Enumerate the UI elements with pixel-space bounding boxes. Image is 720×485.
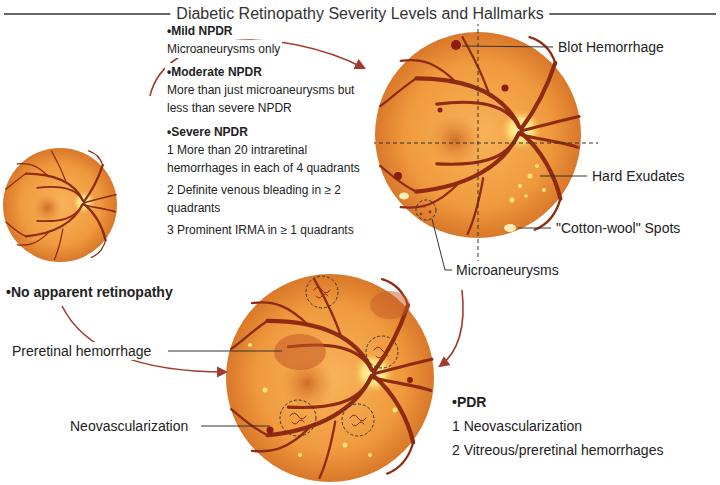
fundus-pdr-part [248,343,398,457]
level-description: More than just microaneurysms but less t… [165,81,359,117]
stage-heading: •No apparent retinopathy [4,283,175,301]
fundus-pdr-part-part [368,453,372,457]
level-heading: •Severe NPDR [165,123,250,141]
leader-lines-part [201,426,270,427]
fundus-pdr-part-part [393,408,398,413]
fundus-npdr-part-part [535,164,539,168]
fundus-npdr-part [438,108,443,113]
fundus-npdr-part-part [422,204,425,207]
fundus-npdr-part [394,172,402,180]
fundus-pdr-part-part [267,427,274,434]
fundus-pdr-part-part [407,377,413,383]
criterion-text: 3 Prominent IRMA in ≥ 1 quadrants [165,221,356,239]
fundus-npdr-part-part [399,193,409,200]
fundus-pdr-part [226,274,434,482]
flow-arrows-part [440,290,463,366]
fundus-npdr-part [416,200,436,220]
fundus-pdr-part [280,276,398,436]
leader-lines-part [462,46,553,47]
fundus-pdr [226,274,434,482]
callout-label: Neovascularization [68,417,190,435]
fundus-npdr-part [372,143,598,144]
fundus-npdr-part-part [524,194,528,198]
fundus-npdr-part-part [518,184,522,188]
fundus-pdr-part [290,287,390,426]
level-heading: •Mild NPDR [165,22,235,40]
level-description: Microaneurysms only [165,40,282,58]
fundus-pdr-part-part [248,343,252,347]
callout-label: Hard Exudates [590,167,687,185]
fundus-pdr-part-part [290,413,306,424]
title: Diabetic Retinopathy Severity Levels and… [170,4,549,24]
fundus-npdr-part-part [420,213,423,216]
fundus-npdr-part [510,164,547,203]
fundus-pdr-part-part [314,287,330,298]
fundus-pdr-part-part [342,404,374,436]
callout-label: "Cotton-wool" Spots [554,219,682,237]
flow-arrows-part [62,306,226,372]
fundus-pdr-part-part [298,453,302,457]
fundus-npdr-part-part [510,198,515,203]
fundus-npdr-part [399,193,516,233]
fundus-npdr-part-part [528,174,533,179]
fundus-pdr-part [267,377,414,434]
criterion-text: 1 More than 20 intraretinal hemorrhages … [165,141,374,177]
criterion-text: 2 Definite venous bleading in ≥ 2 quadra… [165,181,379,217]
fundus-npdr-part [502,85,509,92]
hallmark-text: 1 Neovascularization [450,417,584,435]
leader-lines-part [432,219,452,270]
fundus-npdr-part-part [504,224,516,232]
stage-heading: •PDR [450,393,488,411]
fundus-normal [3,148,117,262]
fundus-pdr-part-part [366,336,398,368]
leader-lines-part [540,176,587,177]
fundus-npdr-part [451,40,461,50]
fundus-pdr-part-part [306,276,338,308]
callout-label: Blot Hemorrhage [556,38,666,56]
leader-lines-part [168,351,282,352]
fundus-pdr-part-part [343,443,348,448]
fundus-npdr-part-part [429,211,432,214]
flow-arrows [62,40,463,372]
callout-label: Preretinal hemorrhage [10,342,153,360]
fundus-npdr-part [420,204,432,215]
fundus-npdr-part [478,22,479,262]
callout-label: Microaneurysms [454,261,561,279]
fundus-pdr-part-part [280,400,316,436]
level-heading: •Moderate NPDR [165,63,264,81]
fundus-npdr-part-part [542,188,546,192]
fundus-pdr-part [274,334,326,370]
fundus-pdr-part [370,291,410,319]
hallmark-text: 2 Vitreous/preretinal hemorrhages [450,441,665,459]
fundus-pdr-part-part [263,388,268,393]
fundus-pdr-part-part [374,347,390,358]
leader-lines-part [518,228,551,229]
fundus-pdr-part-part [350,415,366,426]
